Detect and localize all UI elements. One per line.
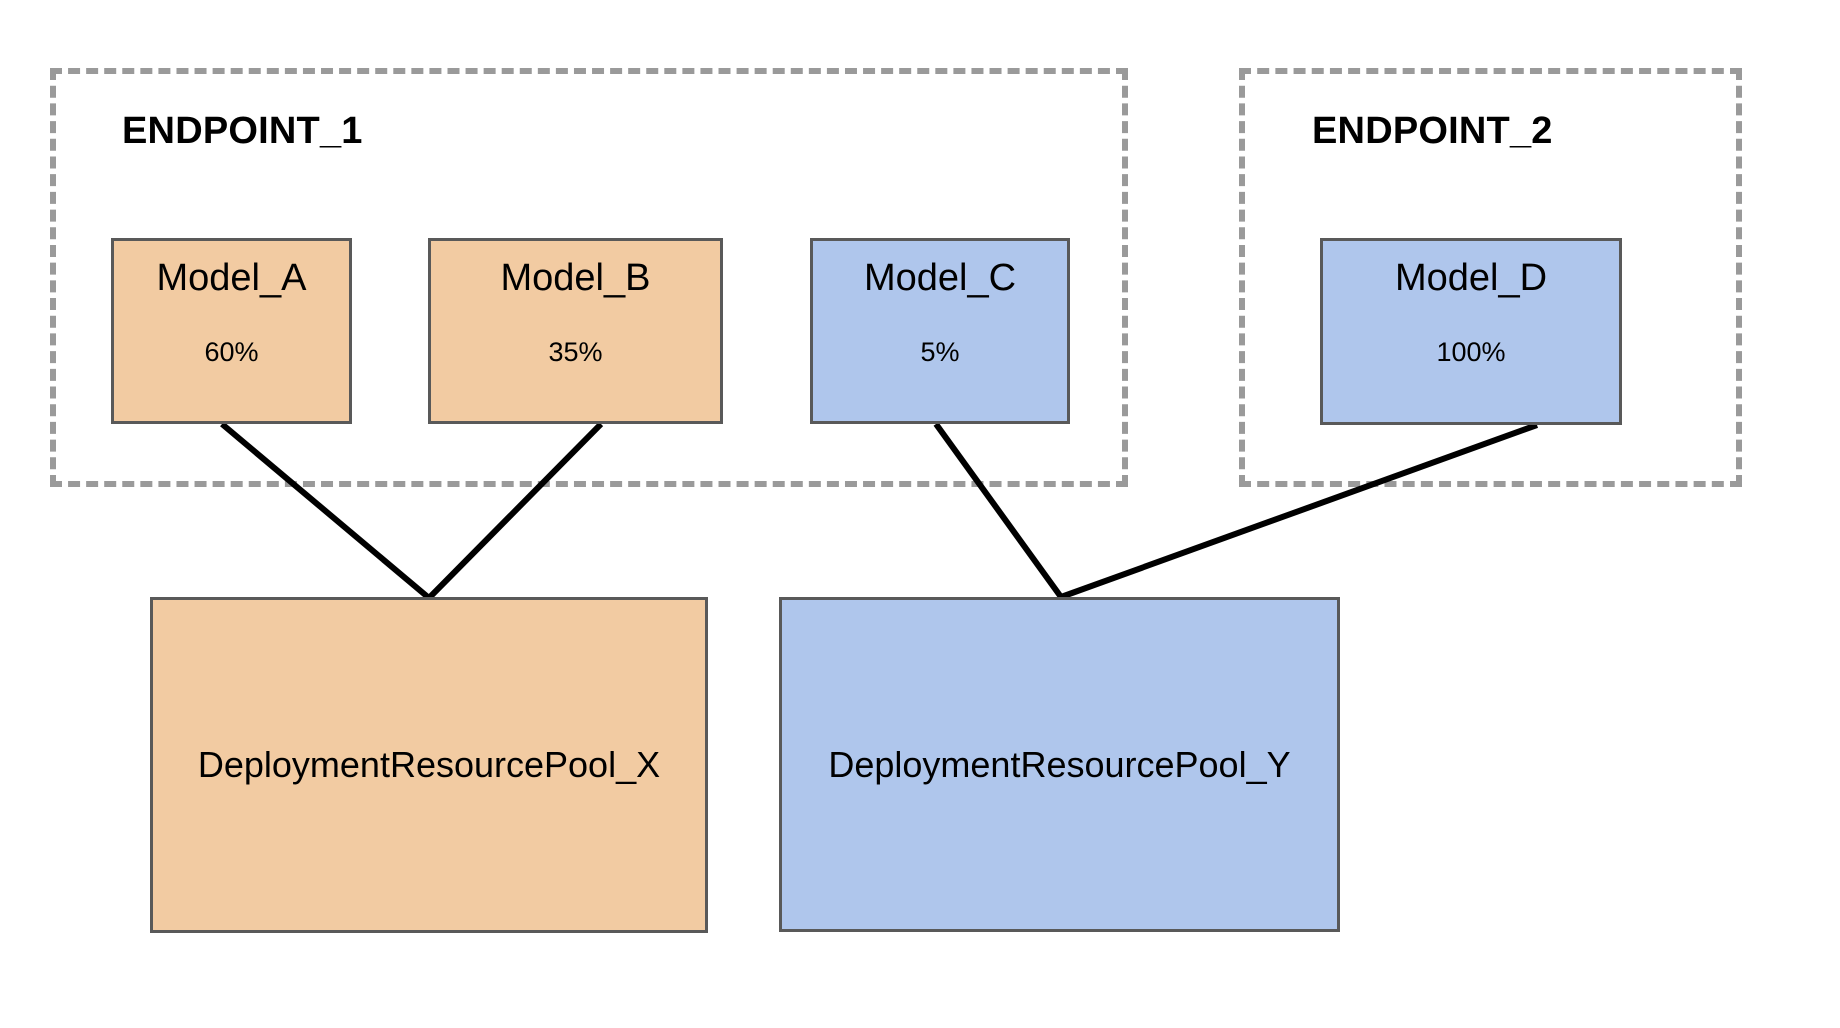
node-model-b-traffic-split: 35% — [548, 337, 603, 367]
node-model-c-traffic-split: 5% — [920, 337, 960, 367]
node-pool-y-label: DeploymentResourcePool_Y — [828, 743, 1291, 785]
node-model-a-label: Model_A — [156, 257, 307, 299]
node-deployment-resource-pool-x[interactable]: DeploymentResourcePool_X — [150, 597, 708, 933]
node-deployment-resource-pool-y[interactable]: DeploymentResourcePool_Y — [779, 597, 1340, 932]
node-model-c[interactable]: Model_C 5% — [810, 238, 1070, 424]
group-label-endpoint-2: ENDPOINT_2 — [1312, 110, 1553, 152]
node-pool-x-label: DeploymentResourcePool_X — [197, 744, 661, 785]
node-model-d-label: Model_D — [1394, 257, 1548, 299]
group-label-endpoint-1: ENDPOINT_1 — [122, 110, 363, 152]
node-model-c-label: Model_C — [863, 257, 1017, 299]
node-model-b[interactable]: Model_B 35% — [428, 238, 723, 424]
node-model-a[interactable]: Model_A 60% — [111, 238, 352, 424]
node-model-d[interactable]: Model_D 100% — [1320, 238, 1622, 425]
node-model-a-traffic-split: 60% — [204, 337, 259, 367]
node-model-d-traffic-split: 100% — [1436, 337, 1506, 367]
node-model-b-label: Model_B — [500, 257, 651, 299]
